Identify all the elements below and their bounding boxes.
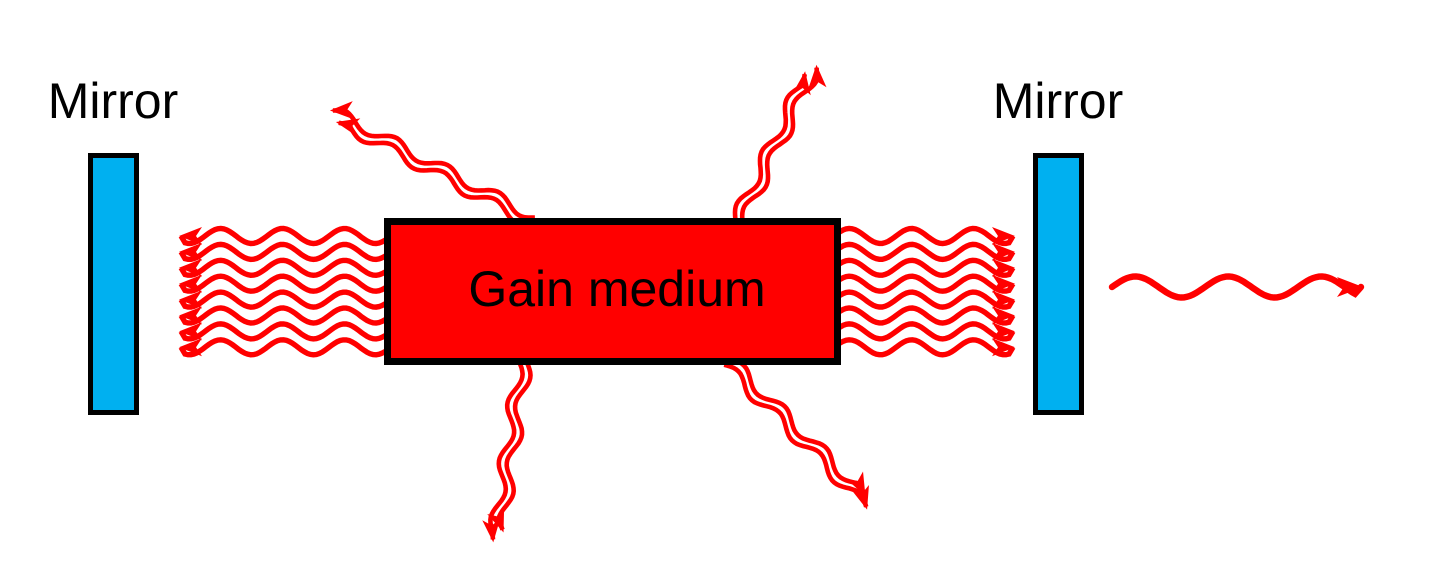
wavy-arrow-right xyxy=(832,241,1016,263)
right-mirror xyxy=(1033,153,1084,415)
emission-arrow-top-right xyxy=(739,64,827,223)
wavy-arrow-right xyxy=(832,337,1016,358)
wavy-arrow-right xyxy=(832,225,1016,247)
left-beam-bundle xyxy=(178,225,393,358)
wavy-arrow-right xyxy=(832,321,1016,342)
output-beam-arrow xyxy=(1108,273,1365,301)
gain-medium-box xyxy=(384,218,841,365)
emission-arrow-top-right xyxy=(732,71,811,220)
emission-arrow-top-left xyxy=(329,101,535,220)
wavy-arrow-left xyxy=(178,225,393,247)
gain-medium-label: Gain medium xyxy=(468,261,765,317)
output-beam-wave xyxy=(1108,273,1365,301)
wavy-arrow-left xyxy=(178,241,393,263)
emission-arrow-bottom-right xyxy=(729,356,867,497)
emission-arrow-bottom-right xyxy=(723,362,869,510)
right-beam-bundle xyxy=(832,225,1016,358)
wavy-arrow-left xyxy=(178,273,393,294)
wavy-arrow-right xyxy=(832,273,1016,294)
emission-arrow-top-left xyxy=(335,118,532,227)
emission-arrow-bottom-left xyxy=(482,360,525,543)
wavy-arrow-left xyxy=(178,321,393,342)
left-mirror-label: Mirror xyxy=(48,73,179,129)
left-mirror xyxy=(88,153,139,415)
wavy-arrow-right xyxy=(832,305,1016,326)
right-mirror-label: Mirror xyxy=(993,73,1124,129)
wavy-arrow-right xyxy=(832,257,1016,279)
wavy-arrow-left xyxy=(178,305,393,326)
wavy-arrow-left xyxy=(178,257,393,279)
spontaneous-emission-arrows xyxy=(329,64,869,543)
wavy-arrow-right xyxy=(832,289,1016,310)
wavy-arrow-left xyxy=(178,289,393,310)
emission-arrow-bottom-left xyxy=(487,361,533,533)
wavy-arrow-left xyxy=(178,337,393,358)
